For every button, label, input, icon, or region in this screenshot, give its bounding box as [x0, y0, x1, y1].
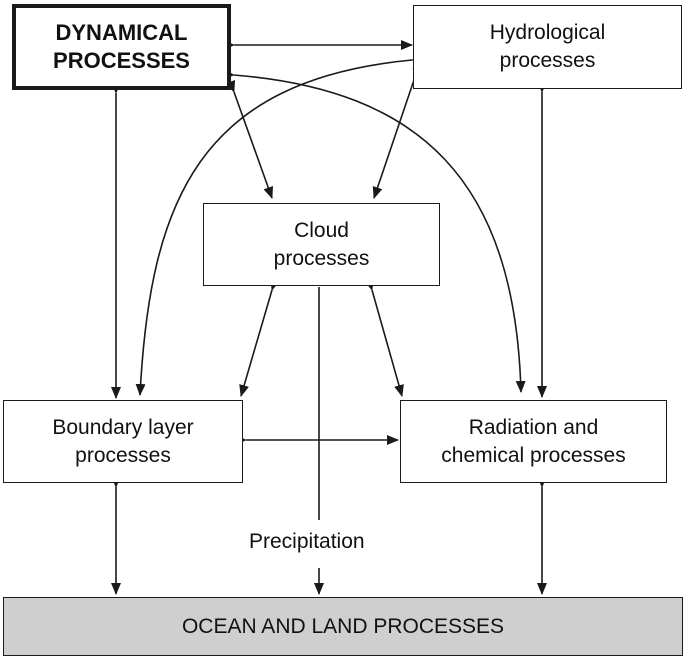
radiation-chemical-processes-box: Radiation and chemical processes [400, 400, 667, 483]
arrow-hydrological-boundary [135, 53, 424, 396]
radiation-chemical-processes-label: Radiation and chemical processes [441, 415, 626, 467]
dynamical-processes-label: DYNAMICAL PROCESSES [53, 20, 190, 73]
arrow-dynamical-cloud [225, 79, 273, 199]
arrow-cloud-boundary [239, 278, 280, 397]
boundary-layer-processes-label: Boundary layer processes [52, 415, 194, 467]
dynamical-processes-box: DYNAMICAL PROCESSES [12, 4, 231, 90]
ocean-land-processes-box: OCEAN AND LAND PROCESSES [3, 597, 683, 656]
cloud-processes-box: Cloud processes [203, 203, 440, 286]
arrow-hydrological-cloud [372, 67, 423, 199]
precipitation-label: Precipitation [249, 530, 365, 553]
ocean-land-processes-label: OCEAN AND LAND PROCESSES [181, 614, 505, 638]
arrow-cloud-radiation [364, 278, 404, 397]
hydrological-processes-label: Hydrological processes [489, 21, 606, 72]
cloud-processes-label: Cloud processes [273, 218, 370, 270]
hydrological-processes-box: Hydrological processes [413, 5, 682, 89]
boundary-layer-processes-box: Boundary layer processes [3, 400, 243, 483]
